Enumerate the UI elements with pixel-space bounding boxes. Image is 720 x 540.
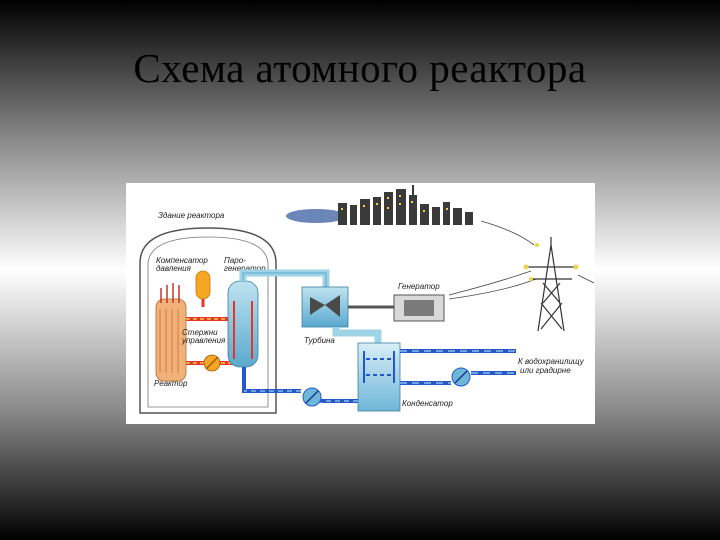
label-water-1: К водохранилищу [518,357,585,366]
power-line [448,278,537,300]
exhaust-steam-line [332,327,382,345]
pump-icon [451,367,471,387]
label-pressurizer-2: давления [156,264,192,273]
reactor-diagram-svg: Здание реактора Компенсатор давления Сте… [139,185,595,414]
label-control-rods-1: Стержни [182,328,218,337]
label-condenser: Конденсатор [402,399,453,408]
steam-generator [227,280,259,368]
cloud [286,209,346,223]
power-line [448,270,532,296]
generator-icon [393,294,445,322]
label-generator: Генератор [398,282,440,291]
label-reactor: Реактор [154,379,188,388]
pump-icon [203,354,221,372]
label-steam-gen-1: Паро- [224,256,246,265]
spark [523,243,579,281]
reactor-vessel [155,283,187,382]
label-turbine: Турбина [304,336,335,345]
label-steam-gen-2: генератор [224,264,266,273]
slide-title: Схема атомного реактора [133,45,587,91]
pressurizer [195,270,211,307]
power-pylon-icon [526,237,576,332]
pump-icon [302,387,322,407]
power-line [480,220,535,246]
label-pressurizer-1: Компенсатор [156,256,208,265]
turbine-icon [301,286,349,328]
label-reactor-building: Здание реактора [158,211,225,220]
label-water-2: или градирне [520,366,571,375]
reactor-diagram: Здание реактора Компенсатор давления Сте… [126,183,595,424]
city-skyline-icon [286,185,473,225]
label-control-rods-2: управления [181,336,226,345]
condenser [357,342,401,412]
power-line [577,274,595,284]
steam-line-edge [242,272,327,295]
